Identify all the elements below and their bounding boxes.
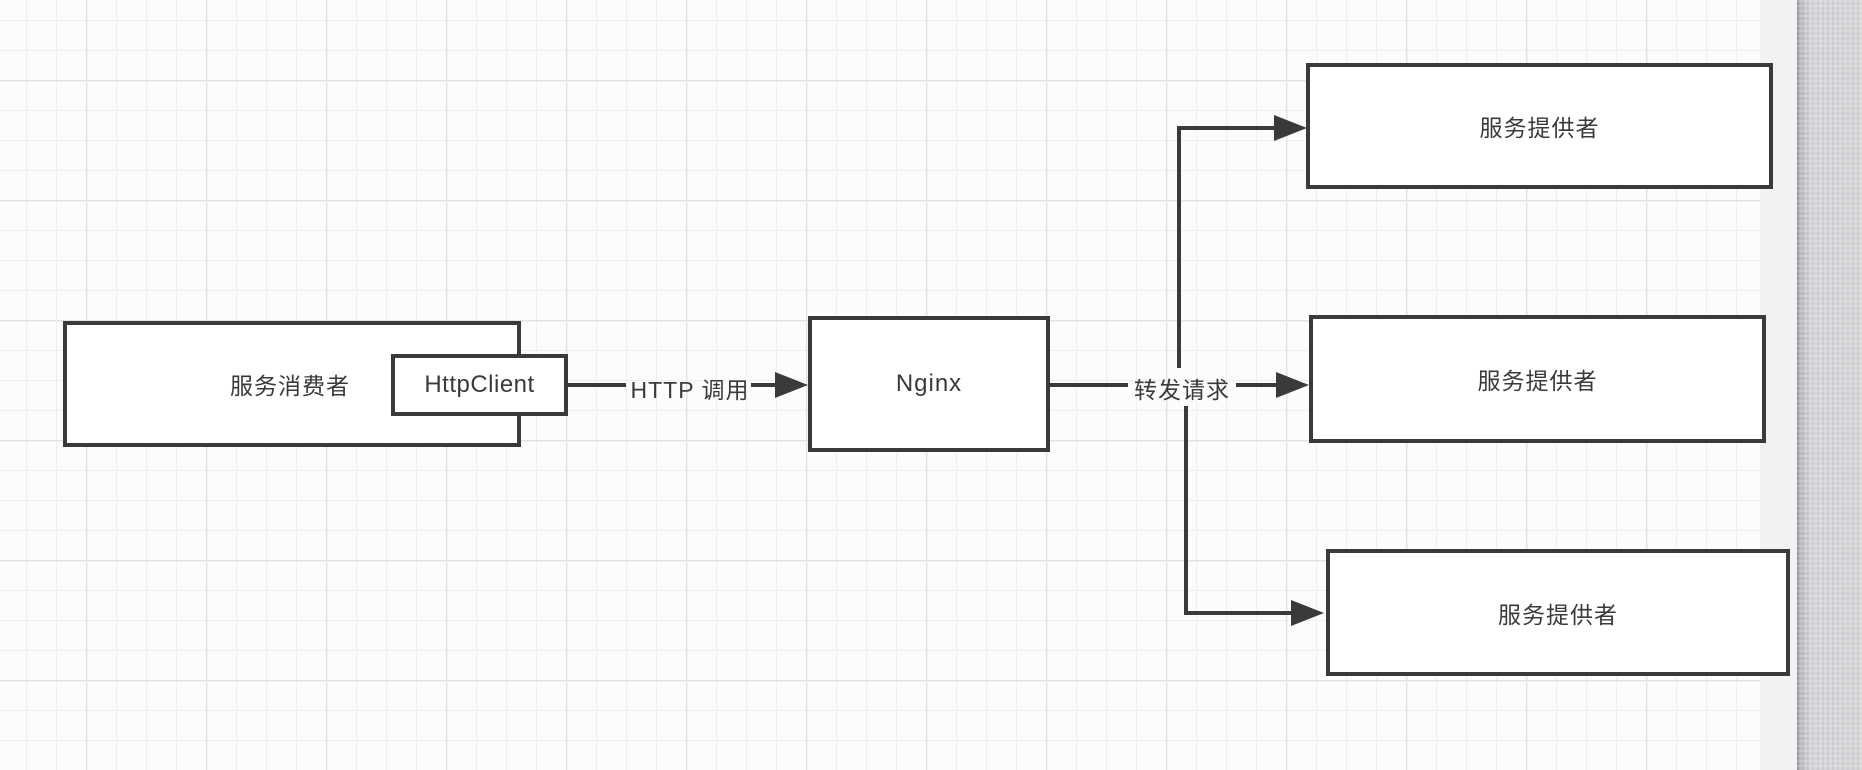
node-service-provider-2[interactable]: 服务提供者 [1309,315,1766,443]
connector-httpclient-nginx-line[interactable] [566,383,626,387]
arrowhead-icon[interactable] [1276,372,1309,398]
node-label: HttpClient [424,371,535,398]
node-nginx[interactable]: Nginx [808,316,1050,452]
connector-nginx-provider1-line[interactable] [1177,126,1181,368]
connector-nginx-provider1-line[interactable] [1177,126,1276,130]
connector-nginx-provider3-line[interactable] [1184,406,1188,615]
node-label: 服务提供者 [1477,368,1598,394]
node-label: 服务提供者 [1498,601,1618,628]
arrowhead-icon[interactable] [775,372,808,398]
edge-label-http-call[interactable]: HTTP 调用 [630,377,750,403]
node-service-provider-3[interactable]: 服务提供者 [1326,549,1790,676]
connector-nginx-provider2-line[interactable] [1236,383,1277,387]
scrollbar-track[interactable] [1797,0,1862,770]
node-label: Nginx [895,370,963,397]
arrowhead-icon[interactable] [1291,600,1324,626]
node-httpclient[interactable]: HttpClient [391,354,568,416]
connector-nginx-trunk-line[interactable] [1048,383,1128,387]
connector-nginx-provider3-line[interactable] [1184,611,1293,615]
connector-httpclient-nginx-line[interactable] [751,383,776,387]
node-label: 服务消费者 [230,373,350,399]
edge-label-forward-request[interactable]: 转发请求 [1134,377,1230,403]
node-label: 服务提供者 [1479,115,1600,141]
arrowhead-icon[interactable] [1274,115,1307,141]
node-service-provider-1[interactable]: 服务提供者 [1306,63,1773,189]
